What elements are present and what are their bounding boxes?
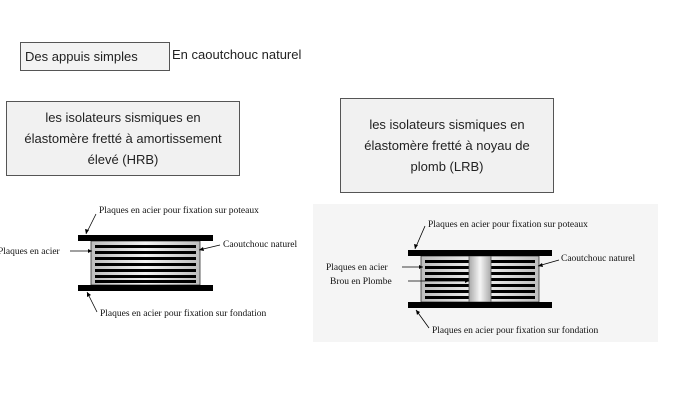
lrb-top-plate [408,250,552,256]
hrb-title-line-1: les isolateurs sismiques en [45,110,201,125]
hrb-title-line-3: élevé (HRB) [87,152,159,167]
lrb-title-line-3: plomb (LRB) [410,159,484,174]
hrb-steel-shims [95,245,196,283]
lrb-label-lead-core: Brou en Plombe [330,277,392,287]
lrb-label-rubber: Caoutchouc naturel [561,254,635,264]
hrb-label-top-plate: Plaques en acier pour fixation sur potea… [99,205,259,216]
simple-supports-box: Des appuis simples [20,42,170,71]
hrb-title-line-2: élastomère fretté à amortissement [24,131,222,146]
lrb-label-steel-plates: Plaques en acier [326,263,389,273]
hrb-label-steel-plates: Plaques en acier [0,247,61,257]
hrb-title-box: les isolateurs sismiques en élastomère f… [6,101,240,176]
simple-supports-label: Des appuis simples [25,49,138,64]
lrb-label-top-plate: Plaques en acier pour fixation sur potea… [428,219,588,230]
lrb-label-bottom-plate: Plaques en acier pour fixation sur fonda… [432,325,598,336]
lrb-title-line-2: élastomère fretté à noyau de [364,138,530,153]
hrb-top-plate [78,235,213,241]
lrb-title-line-1: les isolateurs sismiques en [369,117,525,132]
material-label: En caoutchouc naturel [172,47,302,62]
lrb-lead-core [468,255,492,303]
lrb-bottom-plate [408,302,552,308]
lrb-title-box: les isolateurs sismiques en élastomère f… [340,98,554,193]
hrb-label-bottom-plate: Plaques en acier pour fixation sur fonda… [100,308,266,319]
hrb-bottom-plate [78,285,213,291]
hrb-label-rubber: Caoutchouc naturel [223,240,297,250]
